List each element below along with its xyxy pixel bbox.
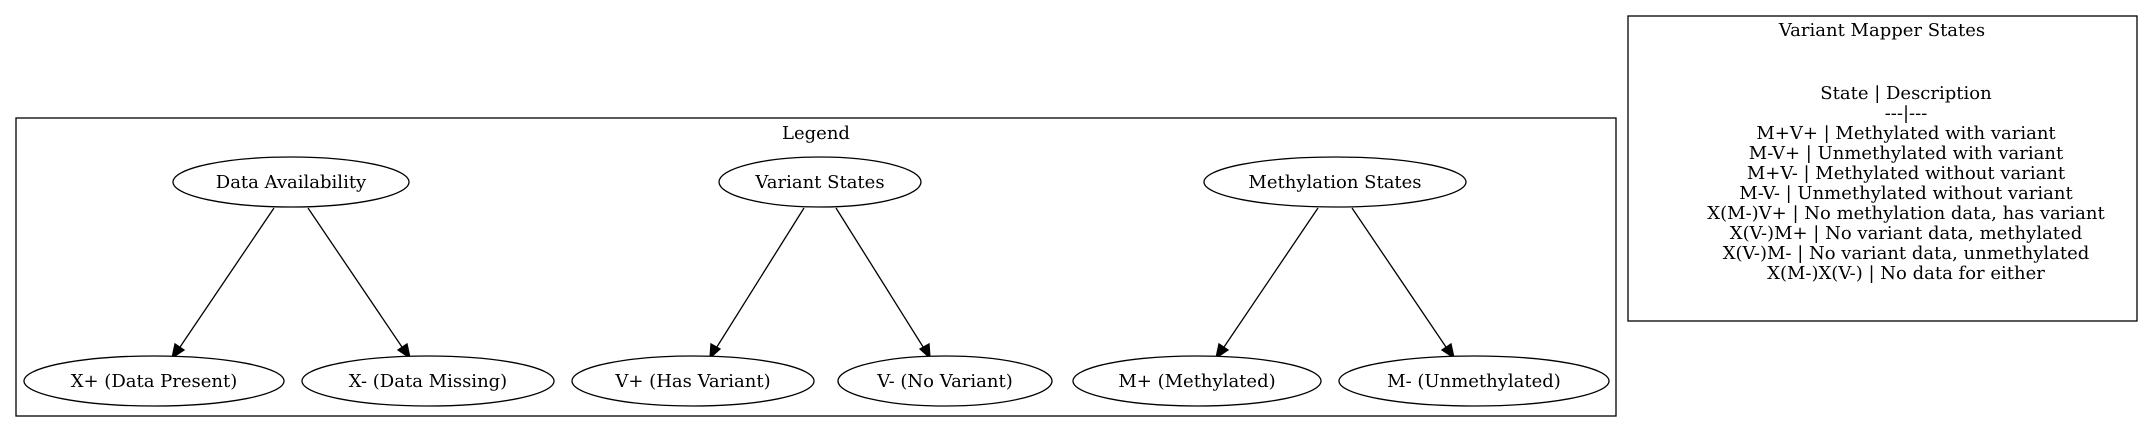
arrowhead-data-missing [396, 342, 411, 360]
arrowhead-no-variant [918, 342, 931, 360]
states-table-line: X(V-)M+ | No variant data, methylated [1730, 223, 2082, 244]
arrowhead-methylated [1215, 342, 1230, 360]
legend-cluster: Legend Data Availability Va [15, 117, 1617, 417]
node-label: V+ (Has Variant) [614, 371, 770, 392]
states-table-line: X(M-)V+ | No methylation data, has varia… [1707, 203, 2105, 224]
states-table-line: ---|--- [1885, 103, 1928, 124]
node-label: V- (No Variant) [876, 371, 1013, 392]
node-shape [1338, 355, 1610, 407]
node-variant-states: Variant States [718, 156, 922, 208]
states-table-line: State | Description [1820, 83, 1992, 104]
node-label: Variant States [754, 172, 884, 193]
edge-data-availability-to-data-missing [307, 207, 405, 351]
node-shape [1072, 355, 1322, 407]
states-table-line: X(V-)M- | No variant data, unmethylated [1723, 243, 2090, 264]
states-table: Variant Mapper States State | Descriptio… [1627, 15, 2138, 322]
node-label: X- (Data Missing) [349, 371, 507, 392]
node-shape [718, 156, 922, 208]
node-shape [301, 355, 555, 407]
node-data-missing: X- (Data Missing) [301, 355, 555, 407]
node-shape [571, 355, 815, 407]
node-label: Data Availability [216, 172, 367, 193]
states-table-line: X(M-)X(V-) | No data for either [1767, 263, 2045, 284]
node-label: M- (Unmethylated) [1387, 371, 1561, 392]
node-no-variant: V- (No Variant) [837, 355, 1053, 407]
states-table-line: M-V- | Unmethylated without variant [1739, 183, 2073, 204]
node-methylation-states: Methylation States [1203, 156, 1467, 208]
arrowhead-has-variant [709, 342, 722, 360]
node-shape [172, 156, 410, 208]
arrowhead-unmethylated [1440, 342, 1455, 360]
states-table-line: M-V+ | Unmethylated with variant [1749, 143, 2064, 164]
edge-methylation-states-to-methylated [1221, 207, 1319, 351]
node-has-variant: V+ (Has Variant) [571, 355, 815, 407]
states-table-frame [1627, 15, 2138, 322]
node-methylated: M+ (Methylated) [1072, 355, 1322, 407]
node-shape [1203, 156, 1467, 208]
arrowhead-data-present [171, 342, 186, 360]
legend-title: Legend [782, 123, 850, 144]
node-label: X+ (Data Present) [71, 371, 238, 392]
node-unmethylated: M- (Unmethylated) [1338, 355, 1610, 407]
edge-variant-states-to-no-variant [835, 207, 926, 351]
states-table-line: M+V- | Methylated without variant [1747, 163, 2066, 184]
node-shape [23, 355, 285, 407]
node-label: M+ (Methylated) [1118, 371, 1275, 392]
node-data-availability: Data Availability [172, 156, 410, 208]
node-data-present: X+ (Data Present) [23, 355, 285, 407]
legend-frame [15, 117, 1617, 417]
edge-methylation-states-to-unmethylated [1351, 207, 1449, 351]
edge-data-availability-to-data-present [177, 207, 275, 351]
states-table-title: Variant Mapper States [1778, 20, 1985, 41]
states-table-line: M+V+ | Methylated with variant [1756, 123, 2056, 144]
node-label: Methylation States [1248, 172, 1421, 193]
edge-variant-states-to-has-variant [714, 207, 805, 351]
legend-edges [171, 207, 1455, 360]
node-shape [837, 355, 1053, 407]
